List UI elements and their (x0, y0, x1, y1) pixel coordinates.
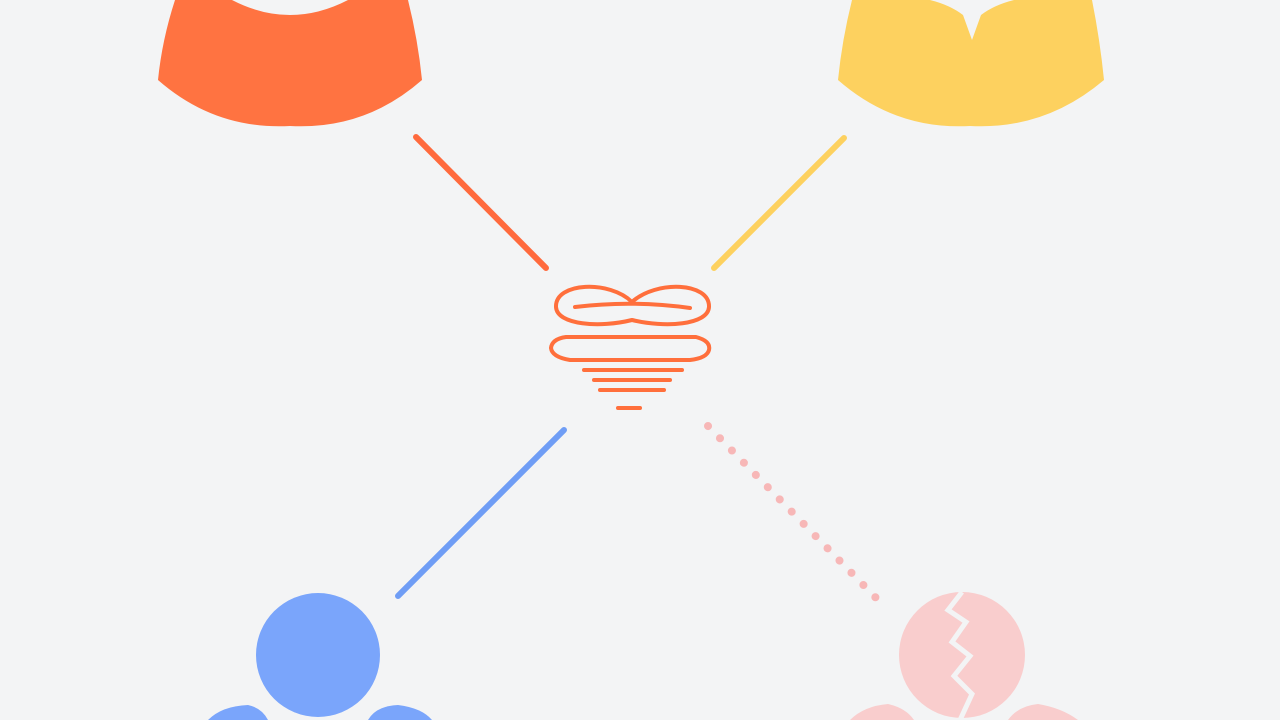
heart-stroke-2 (573, 301, 692, 310)
heart-stroke-3 (549, 335, 712, 362)
broken-person-head (899, 592, 1025, 718)
person-top-left-icon (158, 0, 422, 127)
heart-scribble-icon (549, 284, 712, 410)
connector-bottom-left (395, 427, 567, 599)
person-bottom-left-left-shoulder (208, 705, 268, 720)
person-top-right-body (838, 0, 1104, 127)
connector-bottom-right (704, 422, 884, 606)
crack-line (944, 590, 976, 720)
person-bottom-left-head (256, 593, 380, 717)
connector-top-right (711, 135, 847, 271)
broken-person-left-shoulder (850, 704, 914, 720)
person-bottom-left-right-shoulder (368, 705, 432, 720)
broken-person-icon (850, 590, 1078, 720)
person-top-right-icon (838, 0, 1104, 127)
person-top-left-body (158, 0, 422, 127)
broken-person-right-shoulder (1008, 704, 1078, 720)
heart-stroke-1 (553, 284, 712, 327)
connector-top-left (413, 134, 549, 271)
person-bottom-left-icon (208, 593, 432, 720)
